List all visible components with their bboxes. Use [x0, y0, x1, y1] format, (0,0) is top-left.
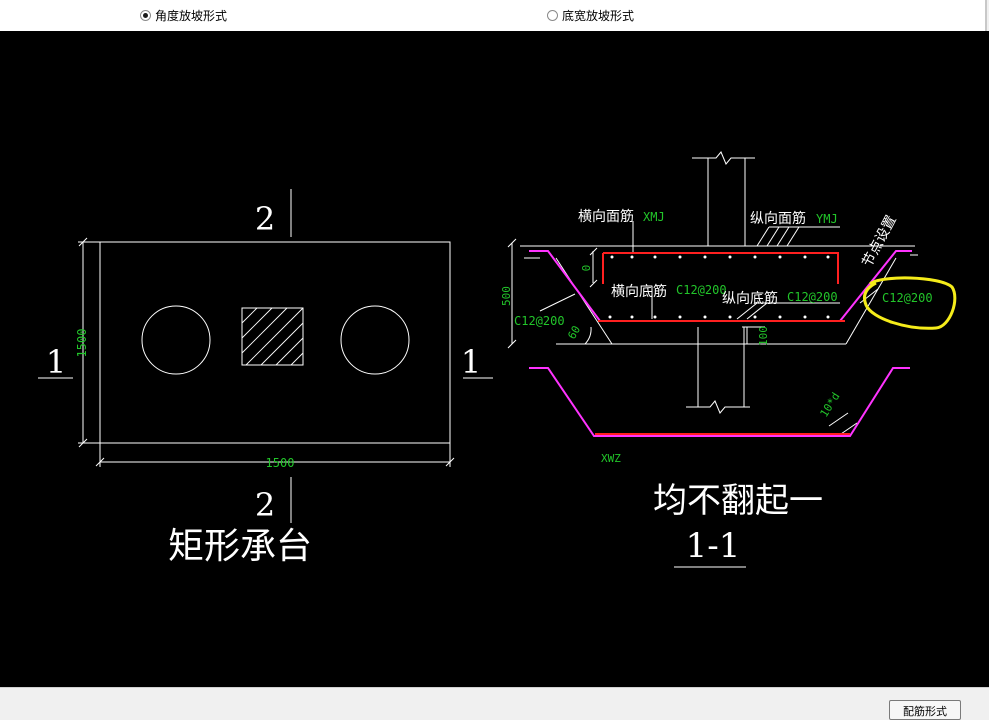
label-ymj-text: 纵向面筋 — [750, 210, 806, 227]
pile-right — [340, 305, 410, 375]
angle-slope-label: 角度放坡形式 — [155, 9, 228, 23]
plan-title: 矩形承台 — [168, 526, 312, 567]
dim-0: 0 — [580, 265, 593, 272]
pile-left — [141, 305, 211, 375]
column-break-line — [692, 151, 755, 165]
section-rebars — [529, 250, 912, 437]
label-xwz: XWZ — [601, 452, 621, 465]
dim-60: 60 — [565, 324, 583, 342]
footer-bar: 配筋形式 — [0, 687, 989, 720]
label-xmj-code: XMJ — [643, 210, 665, 224]
pile-cap-outline — [99, 241, 451, 444]
label-xdj-text: 横向底筋 — [611, 283, 667, 300]
plan-section-mark-left: 1 — [46, 343, 66, 381]
label-ydj-value: C12@200 — [787, 290, 838, 304]
top-rebar-red — [603, 252, 839, 284]
dim-10d: 10*d — [818, 390, 843, 419]
label-ymj-code: YMJ — [816, 212, 838, 226]
cad-drawing: 2 2 1 1 矩形承台 1500 1500 — [38, 151, 957, 568]
dim-100: 100 — [757, 326, 770, 346]
rebar-dots — [608, 255, 830, 319]
plan-section-mark-bottom: 2 — [255, 486, 275, 524]
label-xdj-value: C12@200 — [676, 283, 727, 297]
section-subtitle: 均不翻起一 — [653, 481, 823, 521]
label-left-value: C12@200 — [514, 314, 565, 328]
column-hatched — [241, 307, 304, 366]
label-xmj-text: 横向面筋 — [578, 208, 634, 225]
column-hatch-lines — [241, 307, 304, 366]
width-slope-radio[interactable]: 底宽放坡形式 — [547, 7, 634, 24]
dim-500: 500 — [500, 286, 513, 306]
section-title: 1-1 — [686, 526, 741, 566]
plan-texts: 2 2 1 1 矩形承台 — [46, 200, 481, 567]
label-right-value: C12@200 — [882, 291, 933, 305]
width-slope-label: 底宽放坡形式 — [562, 9, 635, 23]
plan-width-dim: 1500 — [266, 456, 295, 470]
highlight-annotation — [862, 276, 957, 330]
pile-break-line — [686, 400, 750, 414]
label-ydj-text: 纵向底筋 — [722, 290, 778, 307]
section-titles: 均不翻起一 1-1 — [653, 481, 823, 568]
radio-checked-icon[interactable] — [140, 10, 151, 21]
drawing-canvas: 2 2 1 1 矩形承台 1500 1500 — [0, 31, 989, 687]
section-texts: 横向面筋 XMJ 纵向面筋 YMJ 节点设置 横向底筋 C12@200 纵向底筋… — [500, 208, 933, 465]
plan-dim-texts: 1500 1500 — [75, 329, 294, 470]
lower-rebar-magenta — [529, 367, 910, 437]
plan-section-mark-top: 2 — [255, 200, 275, 238]
angle-slope-radio[interactable]: 角度放坡形式 — [140, 7, 227, 24]
option-bar: 角度放坡形式 底宽放坡形式 — [0, 0, 987, 31]
plan-view — [38, 189, 493, 523]
plan-height-dim: 1500 — [75, 329, 89, 358]
section-view — [507, 151, 918, 437]
rebar-form-button[interactable]: 配筋形式 — [889, 700, 961, 720]
radio-unchecked-icon[interactable] — [547, 10, 558, 21]
plan-section-mark-right: 1 — [461, 343, 481, 381]
